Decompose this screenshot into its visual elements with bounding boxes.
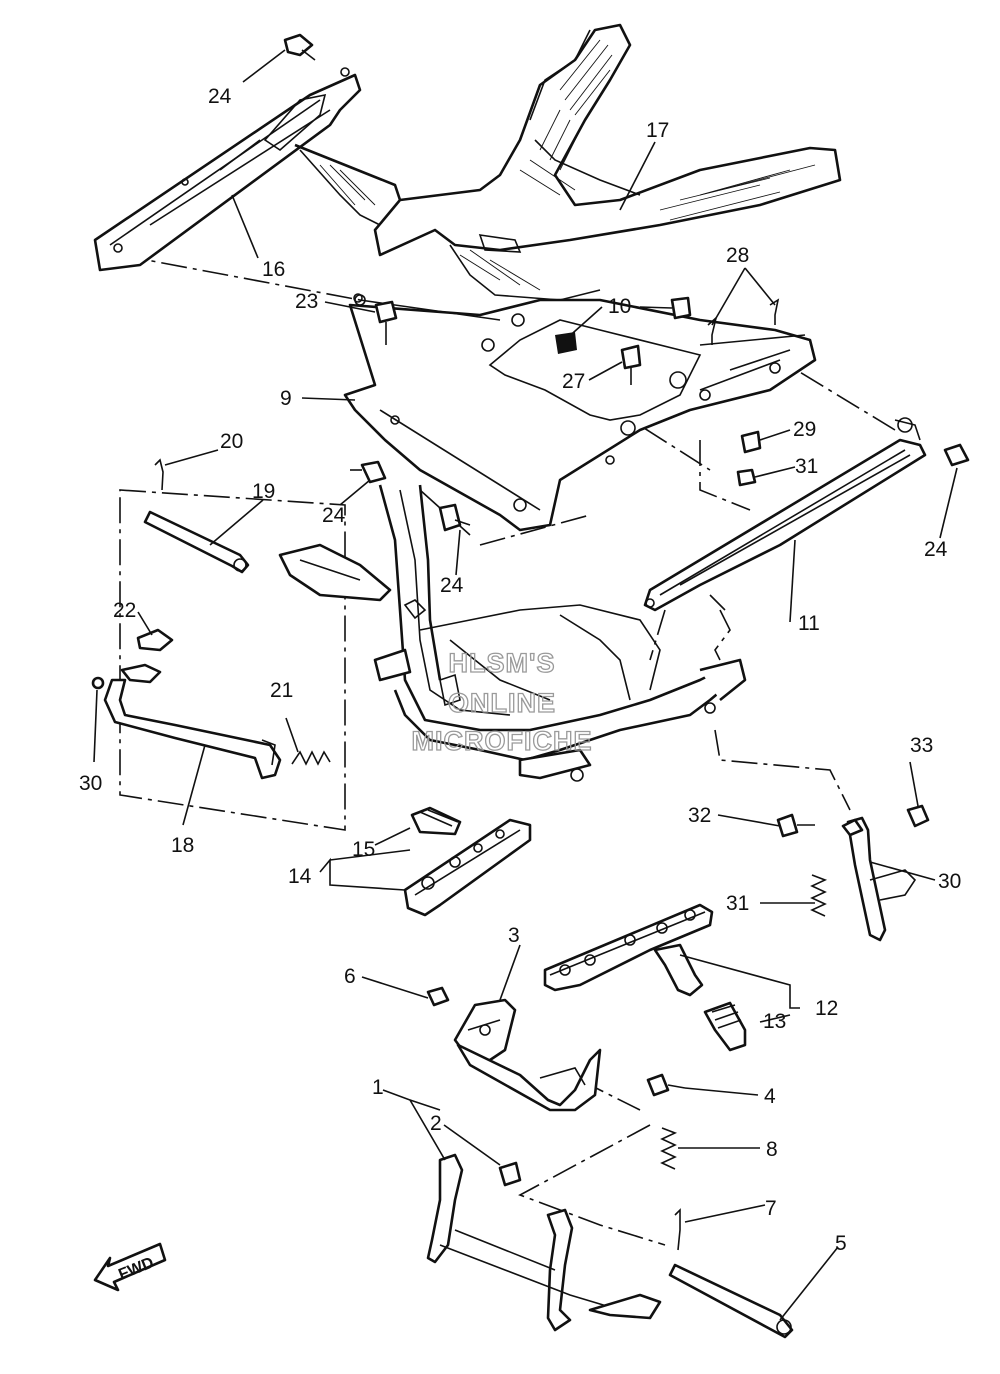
part-3-bracket	[453, 998, 602, 1112]
callout-23: 23	[295, 290, 318, 313]
callout-29: 31	[795, 455, 818, 478]
part-7-clip	[674, 1208, 681, 1251]
callout-30: 30	[938, 870, 961, 893]
part-6-bushing	[426, 986, 450, 1007]
callout-24: 24	[208, 85, 232, 108]
callout-12: 12	[815, 997, 838, 1020]
callout-13: 13	[763, 1010, 786, 1033]
floor-frame-panel	[343, 294, 817, 532]
callout-1: 1	[372, 1076, 384, 1099]
callout-24: 24	[322, 504, 346, 527]
part-11-right-rail	[643, 417, 927, 612]
callout-14: 14	[288, 865, 312, 888]
watermark-line-2: ONLINE	[448, 688, 556, 718]
callout-19: 19	[252, 480, 275, 503]
part-21-spring	[291, 750, 331, 766]
part-18-brake-pedal	[91, 663, 282, 780]
fwd-direction-arrow: FWD	[93, 1242, 167, 1292]
part-2-collar	[498, 1161, 522, 1187]
main-frame-tubes	[278, 484, 747, 782]
part-14-left-footrest	[403, 806, 532, 917]
watermark-line-3: MICROFICHE	[412, 726, 593, 756]
callout-26: 29	[793, 418, 816, 441]
callout-24: 24	[924, 538, 948, 561]
part-1-center-stand	[426, 1153, 662, 1332]
callout-31: 32	[688, 804, 711, 827]
part-4-bolt	[646, 1073, 686, 1097]
fasteners	[283, 33, 970, 532]
callout-25: 27	[562, 370, 585, 393]
part-22-pad	[136, 628, 174, 652]
part-16-left-rail	[93, 67, 362, 272]
callout-27: 28	[726, 244, 749, 267]
callout-15: 15	[352, 838, 375, 861]
callout-22: 22	[113, 599, 136, 622]
callout-8: 8	[766, 1138, 778, 1161]
callout-20: 20	[220, 430, 243, 453]
callout-21: 21	[270, 679, 293, 702]
callout-4: 4	[764, 1085, 776, 1108]
callout-labels: 24 16 17 23 10 28 9 27 29 31 24 24 24 11…	[79, 85, 961, 1255]
part-13-footrest-rubber	[703, 1001, 747, 1052]
callout-33: 31	[726, 892, 749, 915]
part-33-spring	[810, 874, 828, 917]
part-5-pivot-shaft	[668, 1263, 794, 1339]
callout-7: 7	[765, 1197, 777, 1220]
callout-32: 33	[910, 734, 933, 757]
callout-10: 10	[608, 295, 631, 318]
callout-6: 6	[344, 965, 356, 988]
callout-24: 24	[440, 574, 464, 597]
callout-leaders	[93, 49, 958, 1321]
callout-9: 9	[280, 387, 292, 410]
part-17-floor-cover	[294, 23, 842, 301]
part-8-spring	[660, 1127, 678, 1170]
part-31-bolt	[776, 813, 815, 838]
watermark: HLSM'S ONLINE MICROFICHE	[411, 647, 593, 756]
callout-11: 11	[798, 612, 820, 635]
watermark-line-1: HLSM'S	[449, 648, 556, 678]
part-19-shaft	[143, 458, 250, 574]
part-30-side-stand	[841, 816, 917, 942]
part-32-nut	[906, 804, 930, 828]
callout-28: 30	[79, 772, 102, 795]
callout-18: 18	[171, 834, 194, 857]
callout-3: 3	[508, 924, 520, 947]
callout-16: 16	[262, 258, 285, 281]
callout-17: 17	[646, 119, 669, 142]
callout-2: 2	[430, 1112, 442, 1135]
callout-5: 5	[835, 1232, 847, 1255]
part-12-right-footrest	[543, 903, 714, 997]
